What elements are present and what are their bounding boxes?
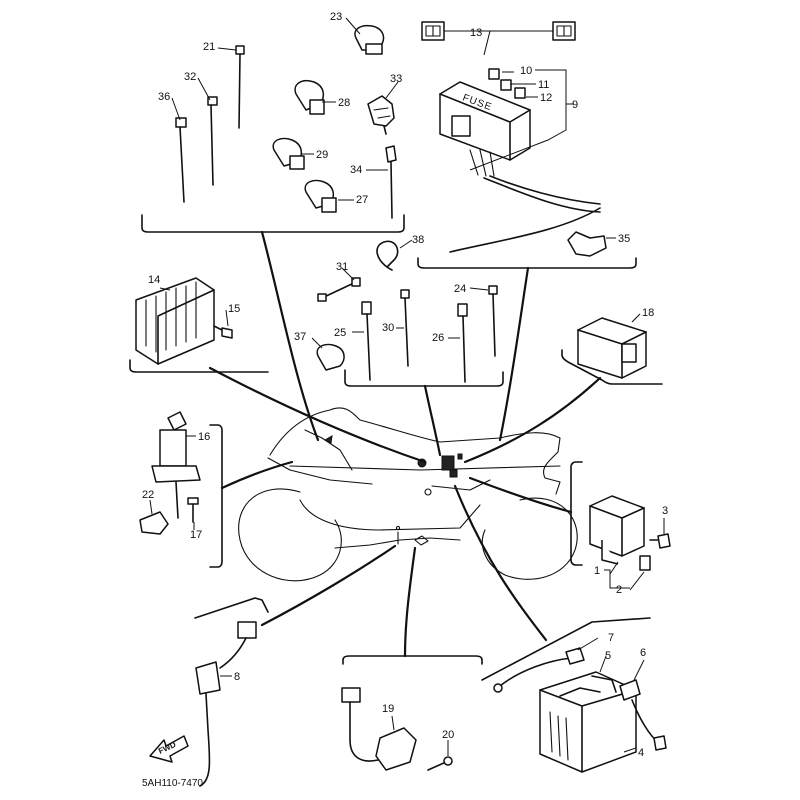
diagram-code: 5AH110-7470 (142, 778, 203, 789)
callout-5: 5 (605, 650, 611, 662)
callout-16: 16 (198, 431, 210, 443)
screw-20 (427, 756, 453, 771)
callout-36: 36 (158, 91, 170, 103)
callout-17: 17 (190, 529, 202, 541)
callout-22: 22 (142, 489, 154, 501)
callout-29: 29 (316, 149, 328, 161)
clamp-23 (354, 24, 385, 55)
callout-20: 20 (442, 729, 454, 741)
callout-6: 6 (640, 647, 646, 659)
cable-tie-36 (175, 117, 187, 203)
callout-32: 32 (184, 71, 196, 83)
band-31 (317, 277, 361, 302)
neutral-switch-19 (341, 687, 417, 771)
callout-1: 1 (594, 565, 600, 577)
callout-27: 27 (356, 194, 368, 206)
ties-middle (361, 285, 498, 383)
wire-harness-top (449, 175, 601, 253)
bolt-3 (649, 533, 671, 549)
callout-4: 4 (638, 747, 644, 759)
battery-4 (539, 671, 637, 773)
callout-19: 19 (382, 703, 394, 715)
fuse-2 (639, 555, 651, 571)
screw-17 (187, 497, 199, 523)
callout-13: 13 (470, 27, 482, 39)
callout-10: 10 (520, 65, 532, 77)
clamp-29 (272, 137, 305, 170)
callout-37: 37 (294, 331, 306, 343)
callout-15: 15 (228, 303, 240, 315)
cable-tie-21 (235, 45, 245, 129)
callout-3: 3 (662, 505, 668, 517)
relay-18 (577, 317, 647, 379)
clamp-28 (294, 80, 325, 115)
battery-lead-7 (493, 647, 585, 693)
callout-26: 26 (432, 332, 444, 344)
callout-23: 23 (330, 11, 342, 23)
callout-14: 14 (148, 274, 160, 286)
holder-33 (367, 95, 395, 135)
callout-leaders (149, 17, 665, 756)
clamp-27 (304, 179, 337, 213)
callout-28: 28 (338, 97, 350, 109)
forward-arrow-icon (149, 735, 189, 763)
callout-31: 31 (336, 261, 348, 273)
callout-21: 21 (203, 41, 215, 53)
callout-34: 34 (350, 164, 362, 176)
callout-24: 24 (454, 283, 466, 295)
clip-35 (567, 231, 607, 257)
callout-2: 2 (616, 584, 622, 596)
starter-relay-1 (589, 495, 645, 565)
band-5 (591, 675, 617, 693)
cable-tie-34 (385, 145, 397, 219)
callout-18: 18 (642, 307, 654, 319)
sidestand-switch-8 (195, 621, 257, 787)
callout-33: 33 (390, 73, 402, 85)
clip-38 (376, 240, 399, 271)
regulator-14 (135, 277, 215, 365)
callout-38: 38 (412, 234, 424, 246)
callout-11: 11 (538, 79, 549, 91)
clamp-37 (316, 343, 345, 371)
bolt-15 (213, 325, 233, 339)
callout-9: 9 (572, 99, 578, 111)
group-brackets (129, 214, 663, 681)
fuses (488, 68, 526, 99)
fuse-box (439, 81, 531, 177)
connector-13 (421, 21, 576, 56)
callout-35: 35 (618, 233, 630, 245)
callout-25: 25 (334, 327, 346, 339)
lead-6 (619, 679, 667, 751)
callout-30: 30 (382, 322, 394, 334)
callout-12: 12 (540, 92, 552, 104)
callout-8: 8 (234, 671, 240, 683)
callout-7: 7 (608, 632, 614, 644)
main-switch-16 (151, 411, 201, 519)
cable-tie-32 (207, 96, 218, 186)
group-leader-lines (208, 230, 602, 658)
part-22 (139, 511, 169, 535)
